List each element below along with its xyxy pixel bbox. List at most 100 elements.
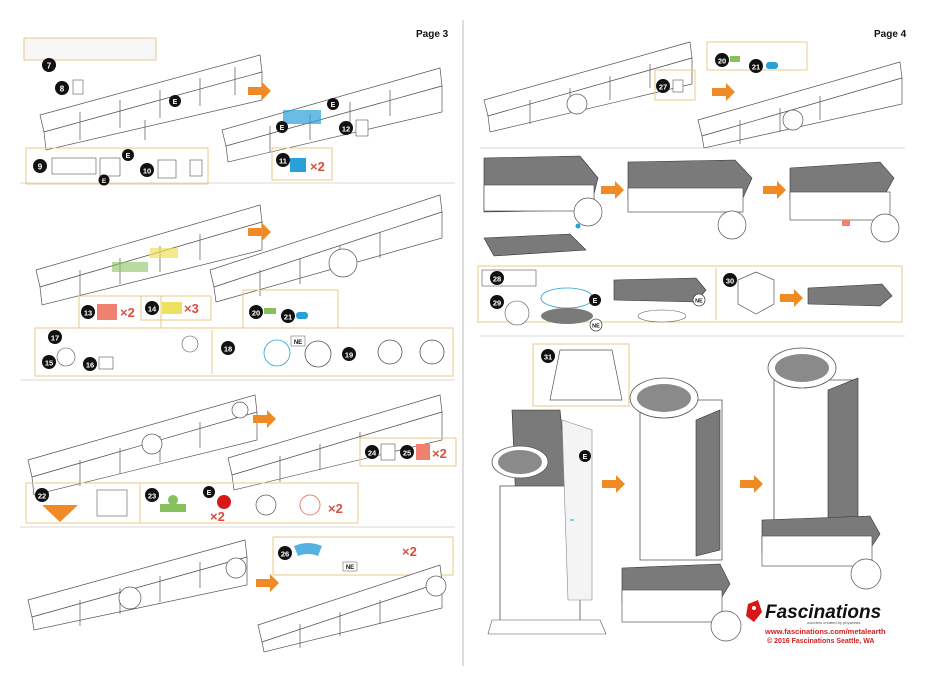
dish-diagram bbox=[573, 197, 603, 227]
section-tube-assembly: 31 E bbox=[487, 343, 882, 642]
step-badge-22 bbox=[35, 488, 49, 502]
step-number: 29 bbox=[493, 299, 501, 308]
step-badge-18 bbox=[221, 341, 235, 355]
part-tag-ne bbox=[589, 318, 603, 332]
dish-diagram bbox=[225, 557, 247, 579]
step-arrow bbox=[248, 223, 271, 241]
part-14-diagram bbox=[162, 302, 182, 314]
panel-strip-assembled bbox=[209, 194, 443, 303]
flat-part-7 bbox=[23, 37, 157, 61]
brand-block: Fascinations wonders created by physicis… bbox=[746, 600, 886, 645]
part-29-disk bbox=[504, 300, 530, 326]
panel-strip bbox=[39, 54, 263, 151]
brand-logo-icon bbox=[746, 600, 762, 622]
highlight-part bbox=[150, 248, 178, 258]
dish-diagram bbox=[231, 401, 249, 419]
part-tag-ne bbox=[692, 293, 706, 307]
tube-base bbox=[487, 619, 607, 635]
part-23-final bbox=[299, 494, 321, 516]
base-wall bbox=[483, 184, 595, 212]
section-steps-7-12: 7 8 E 9 E E 10 E E bbox=[23, 37, 443, 186]
part-tag-e bbox=[169, 95, 181, 107]
telescope-assembly-1: E bbox=[487, 409, 607, 635]
step-badge-7 bbox=[42, 58, 56, 72]
step-number: 11 bbox=[279, 157, 287, 166]
section-steps-22-25: 24 25 ×2 22 23 E ×2 ×2 bbox=[25, 394, 457, 524]
part-27-diagram bbox=[672, 79, 684, 93]
part-tag-label: E bbox=[583, 454, 588, 461]
hex-panel bbox=[613, 277, 707, 303]
section-steps-20-27: 20 21 27 bbox=[483, 41, 903, 149]
step-badge-8 bbox=[55, 81, 69, 95]
substep-box-9-10 bbox=[25, 147, 209, 185]
step-arrow bbox=[712, 83, 735, 101]
step-number: 7 bbox=[47, 62, 52, 71]
highlight-part bbox=[842, 220, 850, 226]
dish-diagram bbox=[850, 558, 882, 590]
step-number: 31 bbox=[544, 353, 552, 362]
dish-diagram bbox=[328, 248, 358, 278]
step-badge-21 bbox=[281, 309, 295, 323]
base-wall bbox=[761, 535, 873, 567]
marker-dot bbox=[575, 223, 581, 229]
part-tag-e bbox=[327, 98, 339, 110]
part-tag-label: E bbox=[280, 125, 285, 132]
step-badge-20 bbox=[249, 305, 263, 319]
part-9-folded bbox=[99, 157, 121, 177]
substep-box-15-19 bbox=[34, 327, 454, 377]
step-badge-12 bbox=[339, 121, 353, 135]
quantity-label: ×2 bbox=[120, 305, 135, 320]
part-tag-e bbox=[98, 174, 110, 186]
substep-box-26 bbox=[272, 536, 454, 576]
highlight-part-11 bbox=[283, 110, 321, 124]
tube-aperture-inner bbox=[498, 450, 542, 474]
quantity-label: ×2 bbox=[402, 544, 417, 559]
part-25-diagram bbox=[416, 444, 430, 460]
dish-diagram bbox=[425, 575, 447, 597]
base-wall bbox=[621, 589, 723, 623]
part-tag-label: E bbox=[331, 102, 336, 109]
page-label-left: Page 3 bbox=[416, 29, 449, 40]
part-8-diagram bbox=[72, 79, 84, 95]
part-tag-ne-box bbox=[342, 561, 358, 572]
step-badge-30 bbox=[723, 273, 737, 287]
dish-diagram bbox=[118, 586, 142, 610]
step-badge-15 bbox=[42, 355, 56, 369]
part-22-folded bbox=[96, 489, 128, 517]
dish-diagram bbox=[141, 433, 163, 455]
quantity-label: ×2 bbox=[210, 509, 225, 524]
step-number: 19 bbox=[345, 351, 353, 360]
step-badge-28 bbox=[490, 271, 504, 285]
ring-diagram bbox=[540, 287, 594, 309]
step-badge-26 bbox=[278, 546, 292, 560]
panel-strip bbox=[27, 539, 248, 631]
part-tag-label: NE bbox=[294, 340, 302, 346]
part-tag-label: NE bbox=[592, 324, 600, 330]
part-dish-small bbox=[181, 335, 199, 353]
step-badge-24 bbox=[365, 445, 379, 459]
step-number: 10 bbox=[143, 167, 151, 176]
part-23-assembled bbox=[255, 494, 277, 516]
dish-diagram bbox=[870, 213, 900, 243]
part-23-circle bbox=[168, 495, 178, 505]
brand-logo-eye bbox=[752, 606, 756, 610]
step-number: 13 bbox=[84, 309, 92, 318]
brand-url: www.fascinations.com/metalearth bbox=[764, 627, 886, 636]
step-badge-9 bbox=[33, 159, 47, 173]
substep-box-27 bbox=[654, 69, 696, 101]
step-number: 20 bbox=[718, 57, 726, 66]
step-arrow bbox=[253, 410, 276, 428]
part-15-diagram bbox=[56, 347, 76, 367]
quantity-label: ×2 bbox=[310, 159, 325, 174]
step-arrow bbox=[601, 181, 624, 199]
panel-strip-assembled bbox=[257, 564, 443, 653]
step-arrow bbox=[740, 475, 763, 493]
part-23-red bbox=[217, 495, 231, 509]
substep-box-23 bbox=[139, 482, 359, 524]
part-20-diagram bbox=[730, 56, 740, 62]
substep-box-28-30 bbox=[477, 265, 903, 323]
step-number: 21 bbox=[752, 63, 760, 72]
step-badge-29 bbox=[490, 295, 504, 309]
step-arrow bbox=[780, 289, 803, 307]
